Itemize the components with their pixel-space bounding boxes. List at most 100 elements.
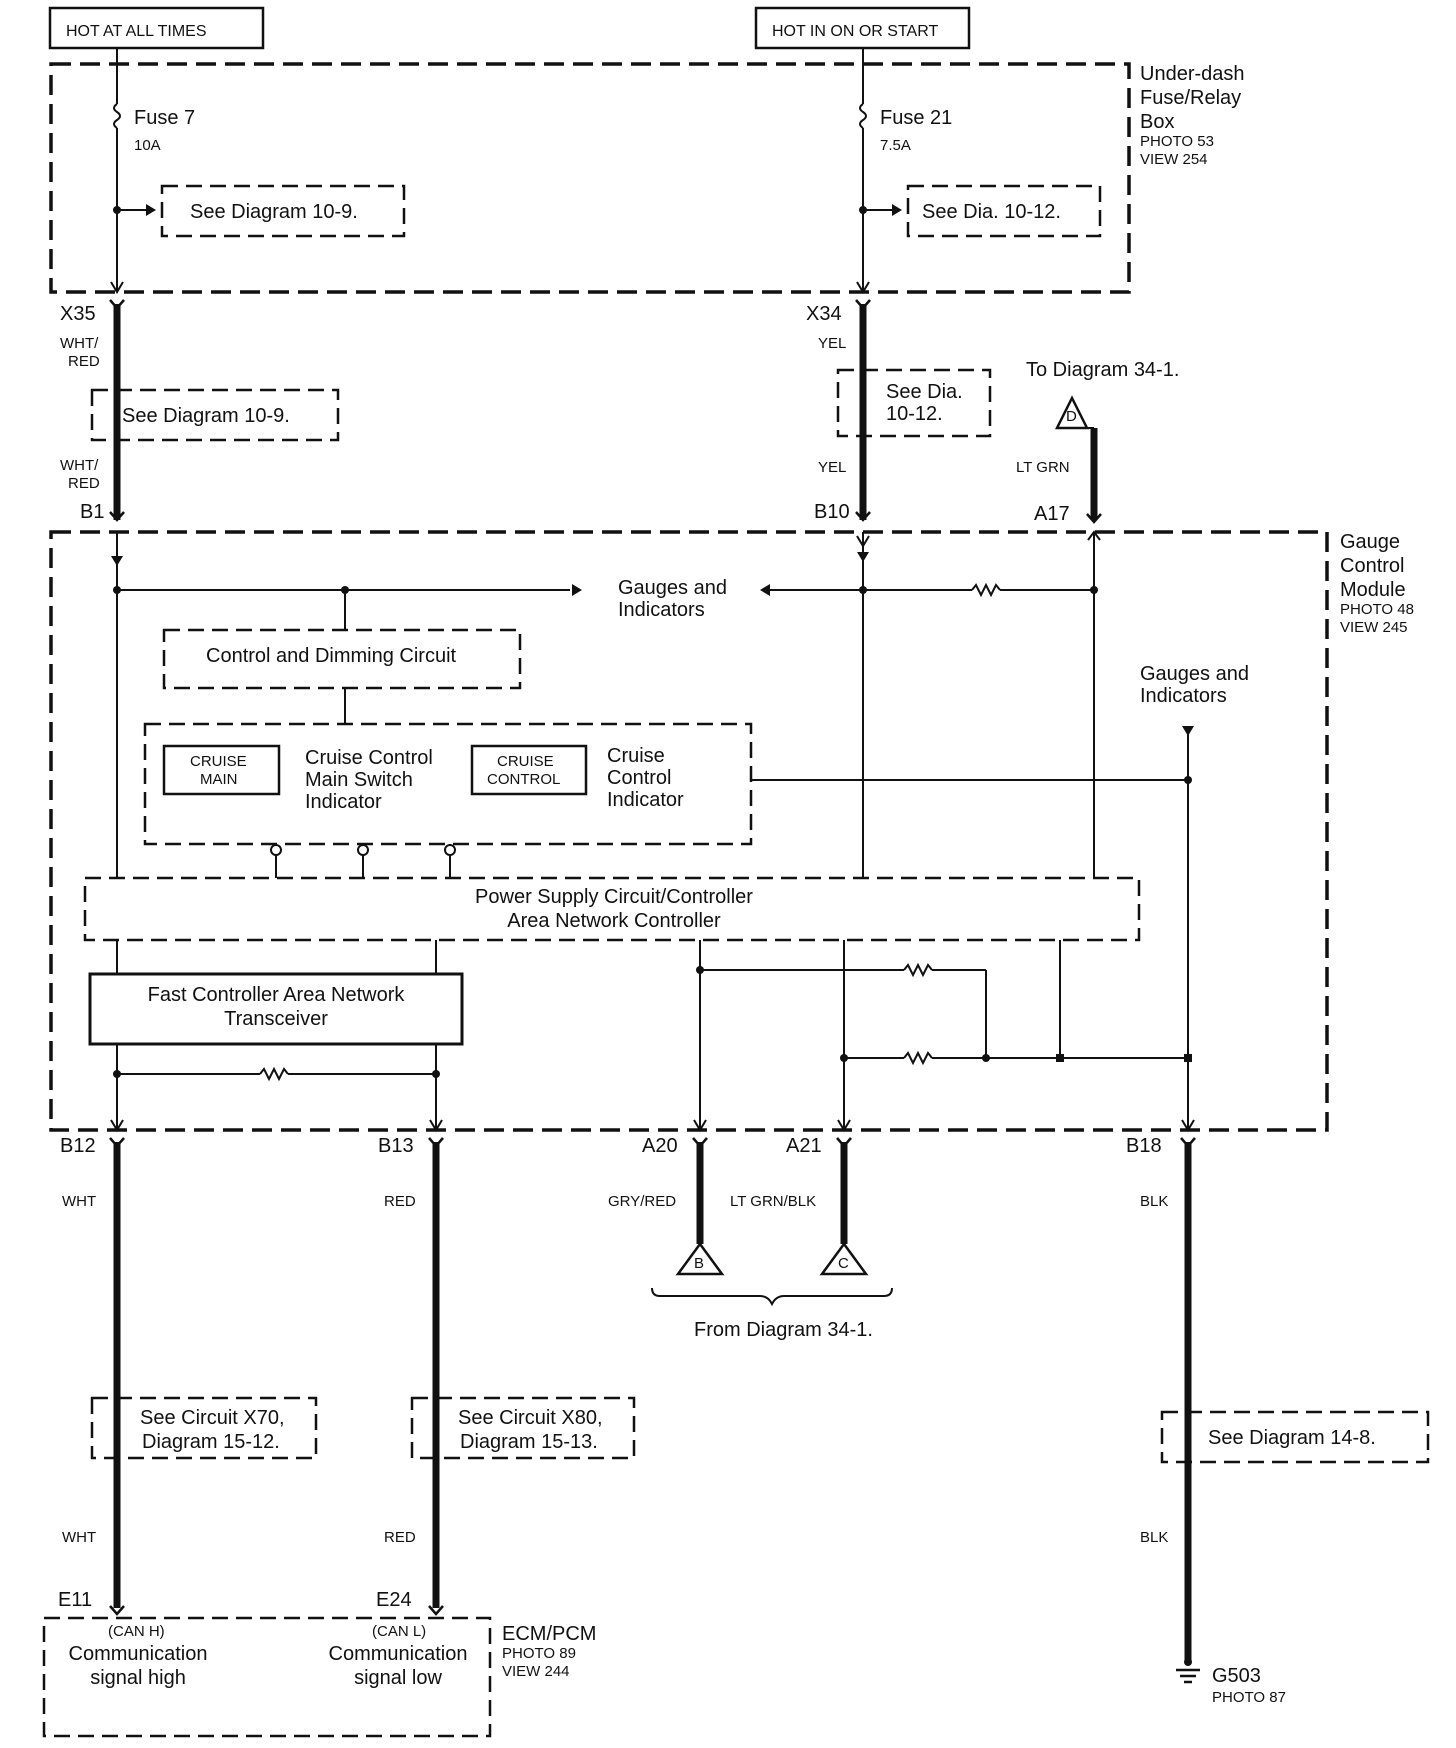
see-circuit-x80-2: Diagram 15-13.: [460, 1431, 598, 1453]
flag-b-letter: B: [694, 1255, 704, 1272]
resistor-a20: [903, 962, 933, 978]
flag-c-letter: C: [838, 1255, 849, 1272]
gauge-control-module: [49, 530, 1329, 1132]
ecm-pcm-photo: PHOTO 89: [502, 1645, 576, 1662]
wire-label-red-2: RED: [384, 1529, 416, 1546]
wire-label-red-1: RED: [384, 1193, 416, 1210]
flag-b: [675, 1241, 725, 1276]
fuse-relay-box: [49, 62, 1131, 294]
see-diagram-10-9-box-top: [160, 184, 406, 238]
gauges-indicators-1b: Indicators: [618, 599, 705, 621]
connector-b1: B1: [80, 501, 104, 523]
ground-photo: PHOTO 87: [1212, 1689, 1286, 1706]
ground-g503: G503: [1212, 1665, 1261, 1687]
see-circuit-x80-1: See Circuit X80,: [458, 1407, 603, 1429]
see-circuit-x70-2: Diagram 15-12.: [142, 1431, 280, 1453]
cruise-main-label-3: Indicator: [305, 791, 382, 813]
hot-in-on-start-label: HOT IN ON OR START: [754, 6, 971, 50]
see-dia-10-12-box-top: [906, 184, 1102, 238]
resistor-a21: [903, 1050, 933, 1066]
see-diagram-10-9-box-mid: [90, 388, 340, 442]
fcan-label-1: Fast Controller Area Network: [148, 984, 406, 1006]
resistor-top: [971, 582, 1001, 598]
cruise-indicators-box: [143, 722, 753, 846]
ground-icon: [1176, 1658, 1200, 1684]
gauges-indicators-1a: Gauges and: [618, 577, 727, 599]
to-diagram-34-1: To Diagram 34-1.: [1026, 359, 1179, 381]
cruise-main-label-2: Main Switch: [305, 769, 413, 791]
wire-label-lt-grn: LT GRN: [1016, 459, 1070, 476]
from-diagram-34-1: From Diagram 34-1.: [694, 1319, 873, 1341]
connector-b18: B18: [1126, 1135, 1162, 1157]
wire-label-lt-grn-blk: LT GRN/BLK: [730, 1193, 816, 1210]
comm-high-2: signal high: [90, 1667, 186, 1689]
connector-e11: E11: [58, 1589, 92, 1611]
connector-b10: B10: [814, 501, 850, 523]
psu-label-2: Area Network Controller: [507, 910, 721, 932]
can-h-label: (CAN H): [108, 1623, 165, 1640]
control-dimming-circuit-box: [162, 628, 522, 690]
see-dia-10-12-box-mid: [836, 368, 992, 438]
cruise-ctrl-l2: CONTROL: [487, 771, 560, 788]
svg-text:HOT AT ALL TIMES: HOT AT ALL TIMES: [66, 23, 207, 40]
flag-c: [819, 1241, 869, 1276]
see-circuit-x70-box: [90, 1396, 318, 1460]
connector-e24: E24: [376, 1589, 412, 1611]
cruise-main-label-1: Cruise Control: [305, 747, 433, 769]
connector-a17: A17: [1034, 503, 1070, 525]
wire-label-yel-2: YEL: [818, 459, 846, 476]
see-circuit-x70-1: See Circuit X70,: [140, 1407, 285, 1429]
wire-label-wht-red-1b: RED: [68, 353, 100, 370]
ecm-pcm-view: VIEW 244: [502, 1663, 570, 1680]
fuse-box-photo: PHOTO 53: [1140, 133, 1214, 150]
connector-b13: B13: [378, 1135, 414, 1157]
power-supply-can-controller: [83, 876, 1141, 942]
cruise-ctrl-label-2: Control: [607, 767, 671, 789]
from-diagram-brace: [651, 1287, 893, 1307]
fuse-21-name: Fuse 21: [880, 107, 952, 129]
see-dia-10-12-mid-1: See Dia.: [886, 381, 963, 403]
see-circuit-x80-box: [410, 1396, 636, 1460]
cruise-ctrl-label-3: Indicator: [607, 789, 684, 811]
wire-label-wht-red-1a: WHT/: [60, 335, 99, 352]
see-diagram-14-8-box: [1160, 1410, 1430, 1464]
comm-low-1: Communication: [329, 1643, 468, 1665]
cruise-control-indicator: [470, 744, 588, 796]
fuse-box-view: VIEW 254: [1140, 151, 1208, 168]
gauges-indicators-2b: Indicators: [1140, 685, 1227, 707]
gcm-name-3: Module: [1340, 579, 1406, 601]
can-l-label: (CAN L): [372, 1623, 426, 1640]
resistor-can-termination: [259, 1066, 289, 1082]
comm-low-2: signal low: [354, 1667, 442, 1689]
see-dia-10-12-top: See Dia. 10-12.: [922, 201, 1061, 223]
fuse-21-rating: 7.5A: [880, 137, 911, 154]
gcm-view: VIEW 245: [1340, 619, 1408, 636]
gauges-indicators-2a: Gauges and: [1140, 663, 1249, 685]
fuse-box-name-3: Box: [1140, 111, 1174, 133]
fuse-box-name: Under-dash: [1140, 63, 1245, 85]
control-dimming-circuit: Control and Dimming Circuit: [206, 645, 457, 667]
connector-a21: A21: [786, 1135, 822, 1157]
svg-text:HOT IN ON OR START: HOT IN ON OR START: [772, 23, 938, 40]
gcm-name-2: Control: [1340, 555, 1404, 577]
fuse-21-symbol: [859, 103, 867, 129]
fuse-7-rating: 10A: [134, 137, 161, 154]
hot-at-all-times-label: HOT AT ALL TIMES: [48, 6, 265, 50]
gcm-name-1: Gauge: [1340, 531, 1400, 553]
psu-label-1: Power Supply Circuit/Controller: [475, 886, 753, 908]
wire-label-blk-2: BLK: [1140, 1529, 1168, 1546]
see-diagram-10-9-top: See Diagram 10-9.: [190, 201, 358, 223]
cruise-ctrl-label-1: Cruise: [607, 745, 665, 767]
see-diagram-14-8: See Diagram 14-8.: [1208, 1427, 1376, 1449]
cruise-ctrl-l1: CRUISE: [497, 753, 554, 770]
fuse-7-name: Fuse 7: [134, 107, 195, 129]
wire-label-wht-red-2a: WHT/: [60, 457, 99, 474]
wire-label-yel-1: YEL: [818, 335, 846, 352]
see-dia-10-12-mid-2: 10-12.: [886, 403, 943, 425]
flag-d-letter: D: [1066, 408, 1077, 425]
wire-label-wht-1: WHT: [62, 1193, 96, 1210]
connector-x34: X34: [806, 303, 842, 325]
connector-x35: X35: [60, 303, 96, 325]
see-diagram-10-9-mid: See Diagram 10-9.: [122, 405, 290, 427]
